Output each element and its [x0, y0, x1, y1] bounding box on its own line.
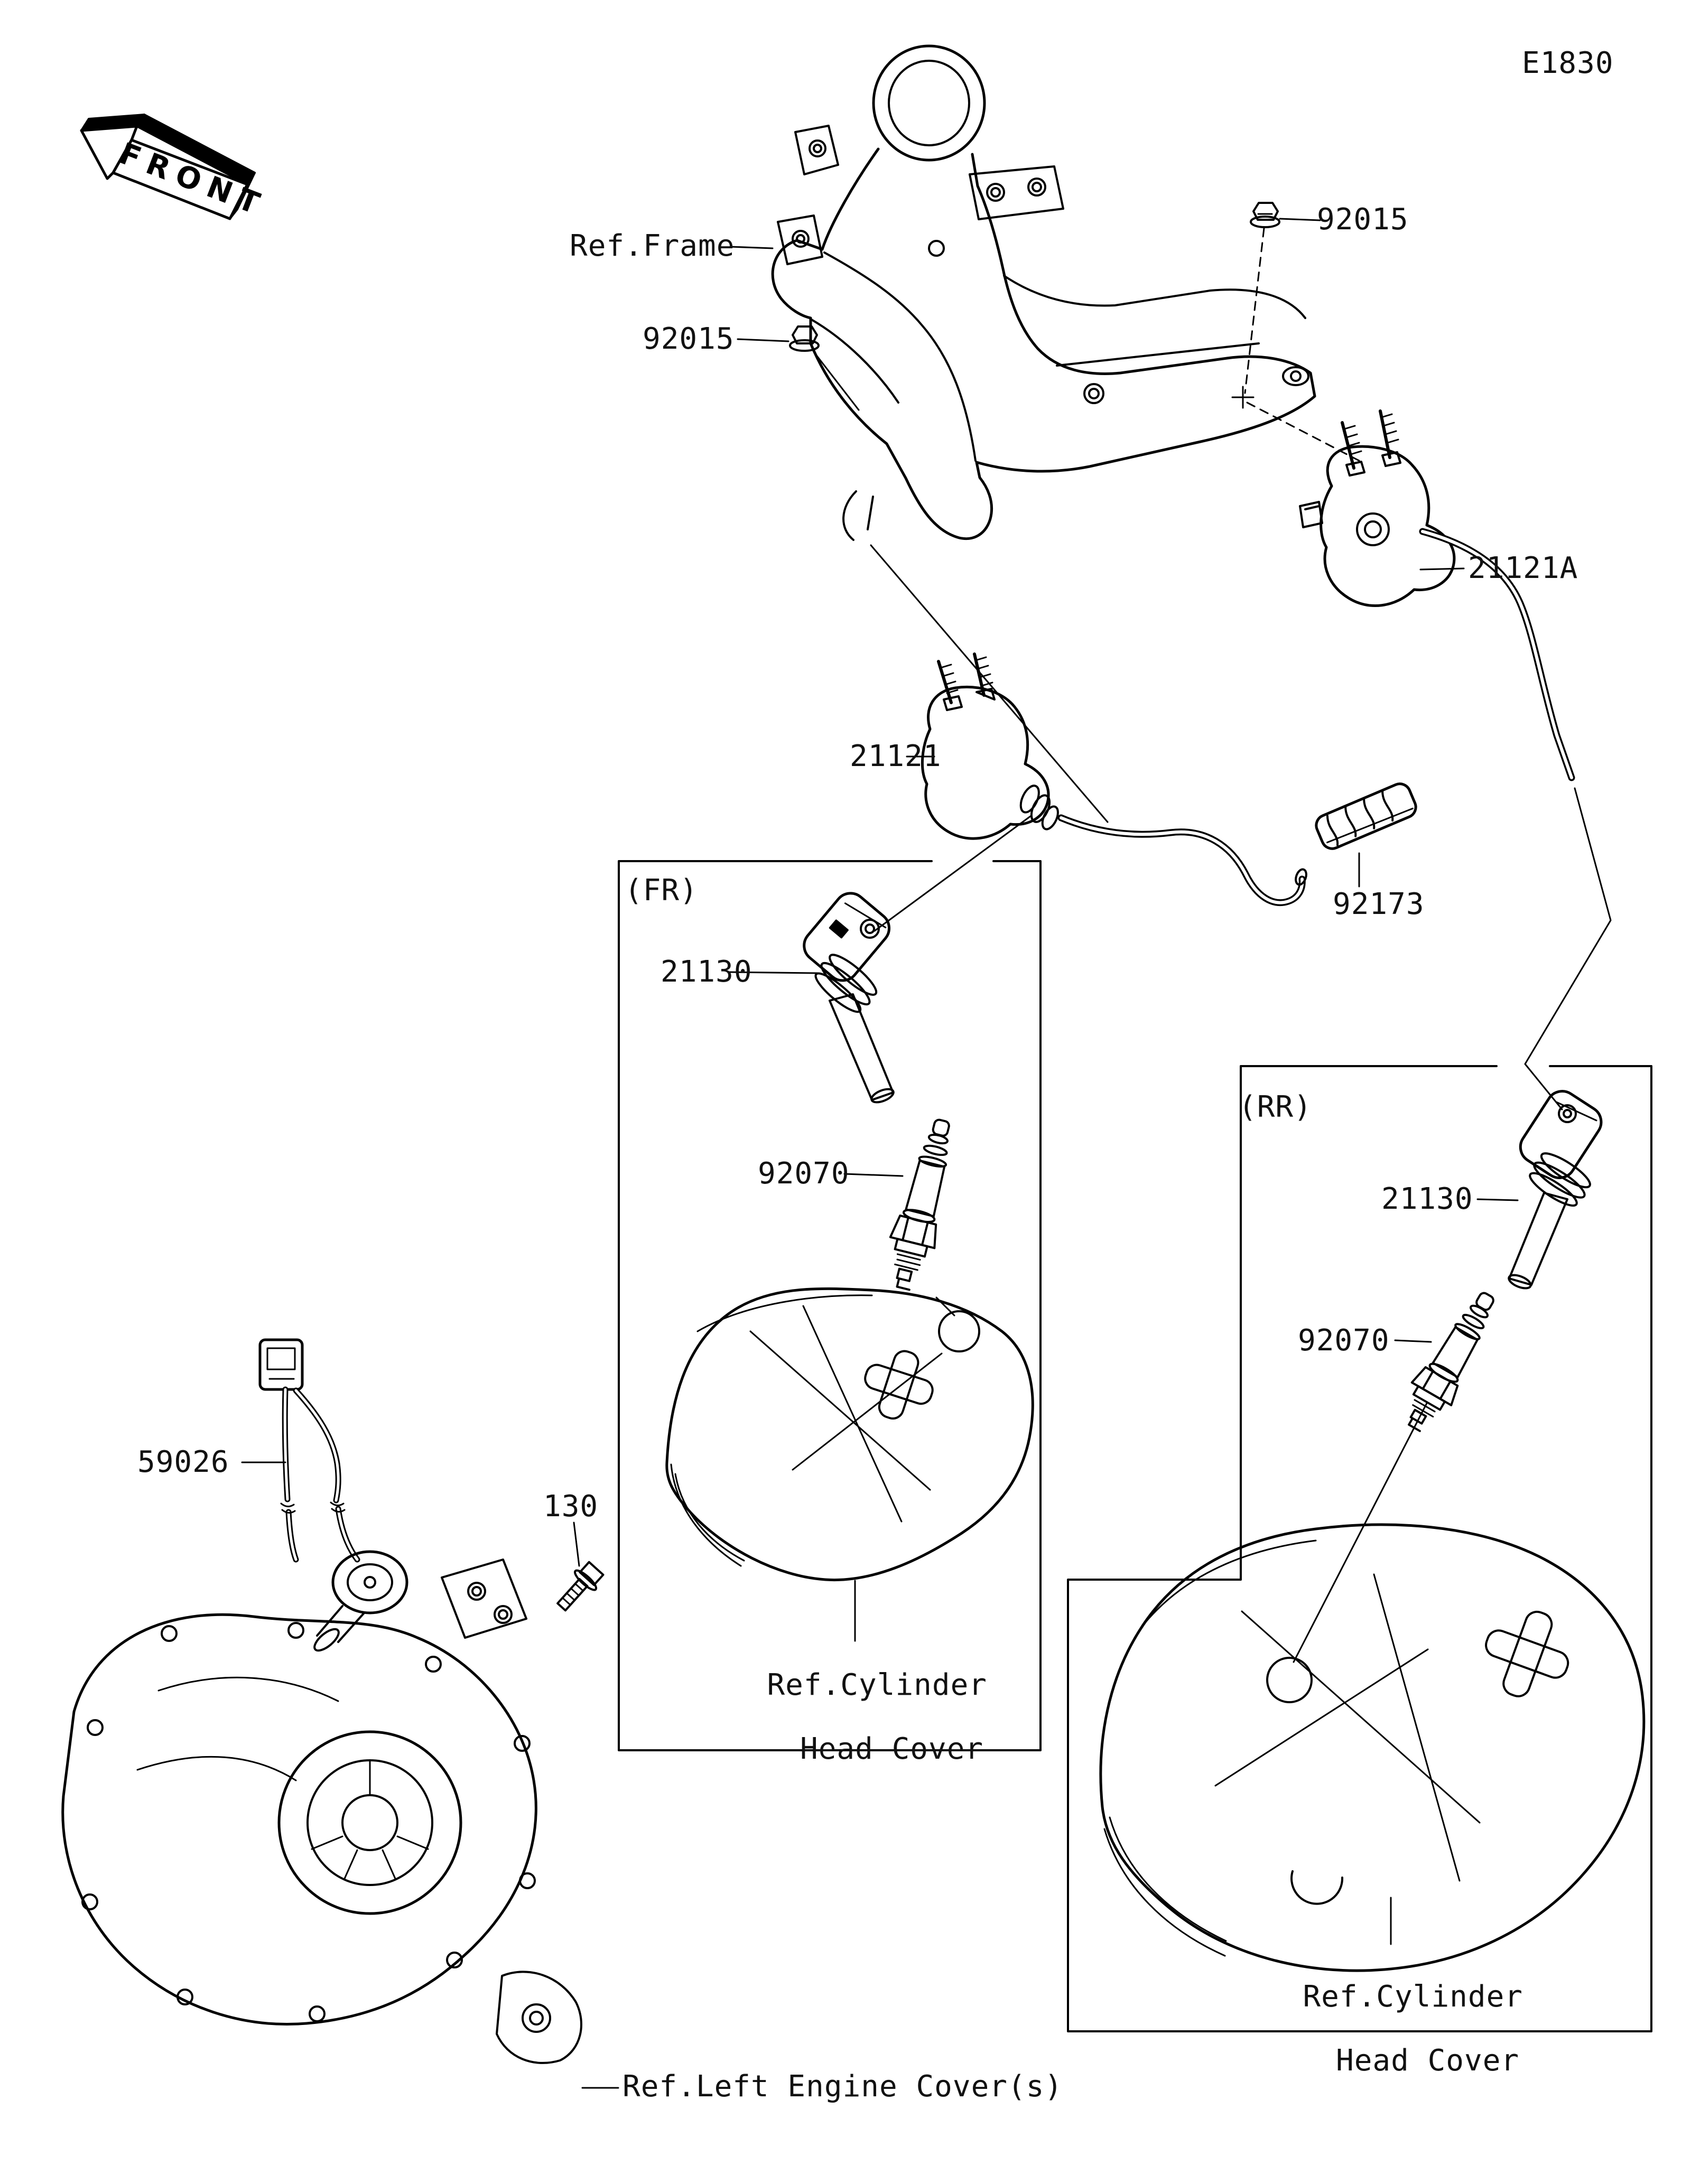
spark-plug-rear-drawing [1408, 1292, 1494, 1432]
label-cyl-head-cover-rear: Ref.Cylinder Head Cover [1266, 1949, 1523, 2109]
label-ignition-coil-rear[interactable]: 21121A [1468, 551, 1578, 585]
cylinder-head-cover-front-drawing [665, 1287, 1034, 1582]
plug-cap-front-drawing [803, 892, 895, 1104]
label-cyl-head-cover-front: Ref.Cylinder Head Cover [730, 1638, 987, 1797]
label-rear-section-tag: (RR) [1239, 1090, 1312, 1124]
cyl-head-cover-front-line1: Ref.Cylinder [767, 1668, 988, 1703]
front-inset-box [618, 860, 1042, 1751]
cyl-head-cover-front-line2: Head Cover [800, 1732, 984, 1767]
cyl-head-cover-rear-line2: Head Cover [1336, 2043, 1520, 2078]
label-spark-plug-rear[interactable]: 92070 [1298, 1323, 1390, 1358]
flanged-nut-left-drawing [789, 325, 860, 411]
label-pickup-sensor[interactable]: 59026 [137, 1445, 229, 1479]
pickup-sensor-drawing [258, 1338, 527, 1652]
bolt-drawing [556, 1561, 605, 1612]
cyl-head-cover-rear-line1: Ref.Cylinder [1303, 1980, 1523, 2014]
rear-inset-box [1067, 1065, 1652, 2032]
label-nut-top[interactable]: 92015 [1317, 202, 1409, 237]
label-nut-left[interactable]: 92015 [643, 322, 735, 356]
wire-clamp-drawing [1315, 782, 1417, 850]
left-engine-cover-drawing [61, 1613, 582, 2064]
ignition-coil-rear-drawing [1299, 409, 1612, 1110]
label-front-section-tag: (FR) [625, 873, 698, 908]
plug-cap-rear-drawing [1508, 1090, 1603, 1290]
label-left-engine-cover: Ref.Left Engine Cover(s) [622, 2069, 1063, 2104]
label-ignition-coil-front[interactable]: 21121 [850, 739, 942, 773]
flanged-nut-top-drawing [1250, 202, 1280, 228]
cylinder-head-cover-rear-drawing [1099, 1523, 1646, 1972]
label-plug-cap-front[interactable]: 21130 [661, 955, 752, 989]
spark-plug-front-drawing [889, 1118, 950, 1291]
label-spark-plug-front[interactable]: 92070 [758, 1156, 850, 1191]
label-wire-clamp[interactable]: 92173 [1333, 887, 1425, 921]
frame-drawing [771, 44, 1360, 541]
ignition-coil-front-drawing [870, 544, 1307, 932]
label-ref-frame: Ref.Frame [570, 229, 735, 263]
label-plug-cap-rear[interactable]: 21130 [1381, 1182, 1473, 1216]
front-arrow-icon [80, 114, 256, 220]
leader-lines [241, 218, 1519, 2089]
page-code: E1830 [1522, 46, 1614, 80]
label-bolt[interactable]: 130 [543, 1489, 599, 1524]
